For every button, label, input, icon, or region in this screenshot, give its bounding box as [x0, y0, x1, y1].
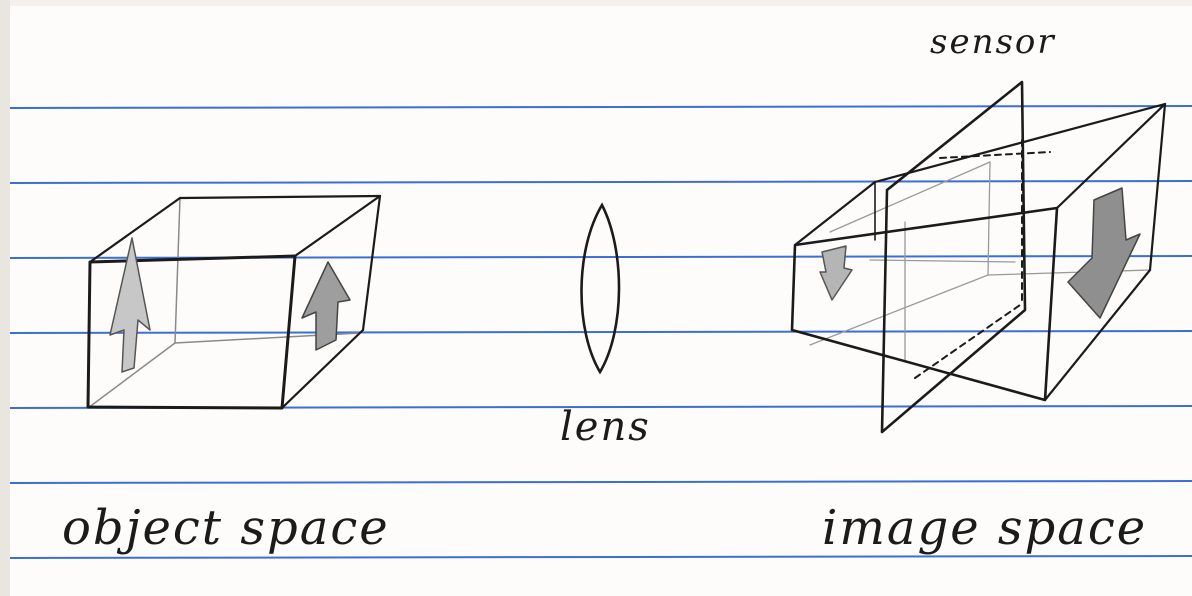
lens-label: lens — [560, 404, 651, 450]
object-space-label: object space — [62, 500, 390, 556]
paper-edge-shadow — [0, 0, 10, 596]
sensor-label: sensor — [930, 22, 1056, 62]
image-space-label: image space — [822, 500, 1147, 556]
